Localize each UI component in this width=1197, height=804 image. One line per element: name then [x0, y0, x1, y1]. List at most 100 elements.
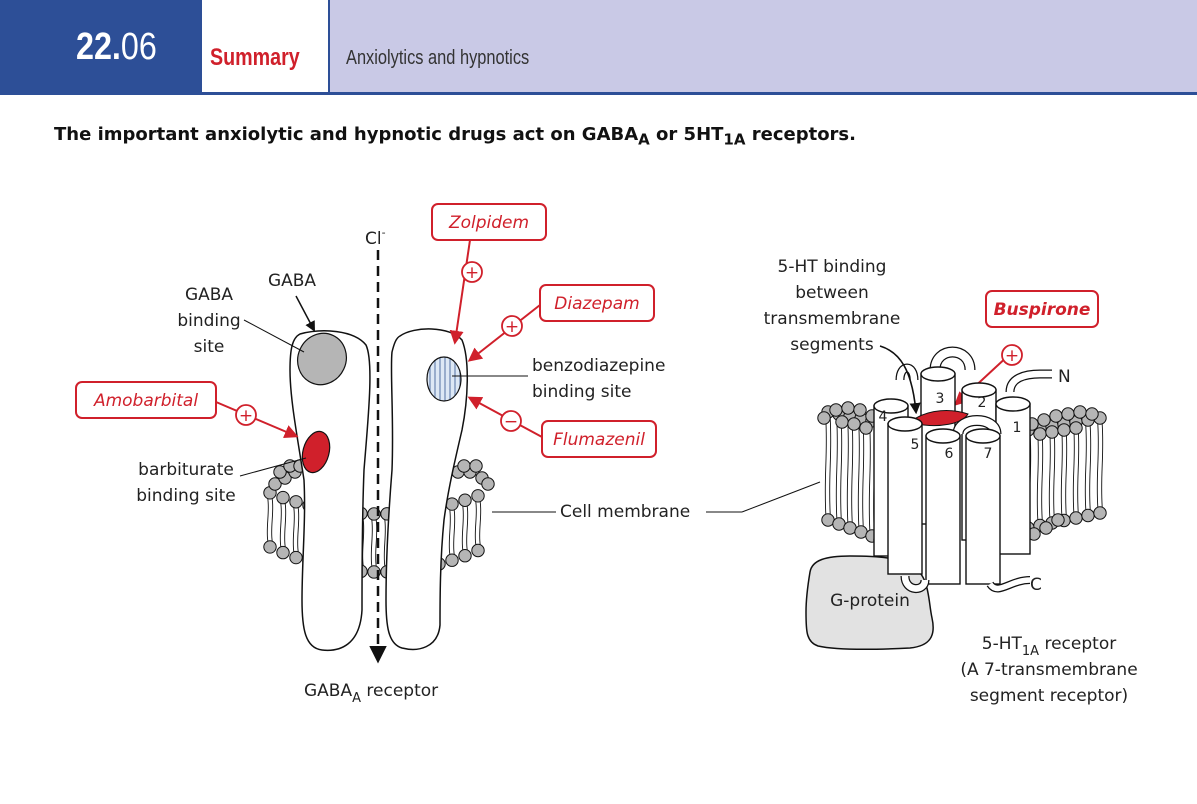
- ht-cell-membrane: [817, 401, 1107, 557]
- svg-text:3: 3: [936, 391, 945, 407]
- gaba-binding-site: [297, 332, 347, 386]
- phospholipid-tail: [279, 503, 282, 547]
- phospholipid-head: [276, 490, 290, 505]
- phospholipid-tail: [868, 426, 871, 531]
- phospholipid-head: [835, 415, 849, 429]
- svg-text:(A 7-transmembrane: (A 7-transmembrane: [960, 660, 1137, 680]
- phospholipid-head: [268, 477, 282, 491]
- phospholipid-head: [1073, 405, 1087, 419]
- barbiturate-binding-site: [301, 430, 331, 474]
- phospholipid-head: [1069, 511, 1083, 525]
- phospholipid-head: [481, 477, 495, 491]
- svg-text:+: +: [239, 406, 253, 426]
- gaba-receptor-caption: GABAA receptor: [304, 681, 438, 706]
- phospholipid-tail: [1048, 431, 1051, 518]
- svg-text:barbiturate: barbiturate: [138, 460, 234, 480]
- phospholipid-tail: [453, 509, 456, 555]
- phospholipid-tail: [851, 422, 854, 523]
- buspirone-label: Buspirone: [994, 300, 1091, 320]
- svg-text:1: 1: [1013, 420, 1022, 436]
- phospholipid-head: [458, 493, 472, 507]
- gaba-site-leader: [243, 319, 305, 353]
- svg-text:5: 5: [911, 437, 920, 453]
- benzodiazepine-site-label: benzodiazepine binding site: [532, 356, 665, 402]
- phospholipid-tail: [375, 519, 378, 567]
- svg-text:benzodiazepine: benzodiazepine: [532, 356, 665, 376]
- header-rule: [0, 92, 1197, 95]
- phospholipid-tail: [461, 506, 464, 550]
- svg-text:between: between: [795, 283, 869, 303]
- svg-text:binding site: binding site: [136, 486, 235, 506]
- phospholipid-tail: [1077, 427, 1080, 513]
- gaba-receptor-right-subunit: [385, 328, 468, 651]
- phospholipid-tail: [383, 519, 386, 566]
- phospholipid-tail: [857, 424, 860, 527]
- phospholipid-tail: [1101, 423, 1104, 508]
- zolpidem-label: Zolpidem: [448, 213, 529, 233]
- buspirone-plus-sign: +: [1001, 344, 1023, 366]
- phospholipid-tail: [1096, 423, 1099, 508]
- phospholipid-head: [289, 550, 303, 565]
- phospholipid-tail: [1089, 425, 1092, 510]
- svg-text:site: site: [194, 337, 225, 357]
- ht-receptor-caption: 5-HT1A receptor (A 7-transmembrane segme…: [960, 634, 1137, 706]
- phospholipid-head: [1051, 513, 1065, 527]
- 5ht-binding-label: 5-HT binding between transmembrane segme…: [764, 257, 901, 355]
- phospholipid-head: [1037, 413, 1051, 427]
- cell-membrane-label: Cell membrane: [560, 502, 690, 522]
- c-terminus-label: C: [1030, 575, 1042, 595]
- svg-text:+: +: [465, 263, 479, 283]
- phospholipid-head: [1085, 407, 1099, 421]
- zolpidem-arrow: [449, 239, 471, 345]
- phospholipid-head: [841, 401, 855, 415]
- header-number-block: [0, 0, 200, 92]
- n-terminus-label: N: [1058, 367, 1071, 387]
- phospholipid-head: [859, 421, 873, 435]
- phospholipid-tail: [835, 420, 838, 519]
- gaba-label: GABA: [268, 271, 316, 291]
- phospholipid-head: [853, 403, 867, 417]
- phospholipid-tail: [370, 519, 373, 567]
- svg-text:binding: binding: [177, 311, 240, 331]
- buspirone-box: [985, 290, 1099, 328]
- svg-text:segments: segments: [790, 335, 874, 355]
- phospholipid-head: [263, 540, 277, 554]
- svg-text:transmembrane: transmembrane: [764, 309, 901, 329]
- svg-text:segment receptor): segment receptor): [970, 686, 1128, 706]
- section-label: Summary: [210, 44, 300, 71]
- phospholipid-head: [847, 417, 861, 431]
- phospholipid-tail: [824, 417, 827, 515]
- barbiturate-site-label: barbiturate binding site: [136, 460, 235, 506]
- phospholipid-head: [1049, 409, 1063, 423]
- phospholipid-tail: [1084, 425, 1087, 510]
- diazepam-box: [539, 284, 655, 322]
- zolpidem-box: [431, 203, 547, 241]
- zolpidem-plus-sign: +: [461, 261, 483, 283]
- svg-text:GABA: GABA: [185, 285, 233, 305]
- phospholipid-head: [1033, 427, 1047, 441]
- header-section-block: [200, 0, 330, 92]
- phospholipid-head: [817, 411, 831, 425]
- svg-text:−: −: [504, 412, 518, 432]
- svg-text:4: 4: [879, 409, 888, 425]
- phospholipid-tail: [1072, 427, 1075, 513]
- phospholipid-head: [1039, 521, 1053, 535]
- phospholipid-tail: [1053, 431, 1056, 518]
- 5ht-binding-pocket: [915, 410, 969, 427]
- segment-numbers: 4 3 2 1 5 6 7: [879, 391, 1022, 462]
- gaba-receptor-left-subunit: [289, 330, 371, 652]
- chloride-ion-label: Cl-: [365, 226, 386, 249]
- phospholipid-tail: [829, 417, 832, 515]
- phospholipid-head: [471, 543, 485, 558]
- phospholipid-tail: [862, 424, 865, 527]
- phospholipid-tail: [846, 422, 849, 523]
- phospholipid-tail: [284, 503, 287, 547]
- phospholipid-head: [1057, 423, 1071, 437]
- phospholipid-head: [1061, 407, 1075, 421]
- phospholipid-tail: [271, 498, 274, 542]
- phospholipid-tail: [292, 507, 295, 552]
- svg-text:7: 7: [984, 446, 993, 462]
- flumazenil-box: [541, 420, 657, 458]
- phospholipid-head: [1093, 506, 1107, 520]
